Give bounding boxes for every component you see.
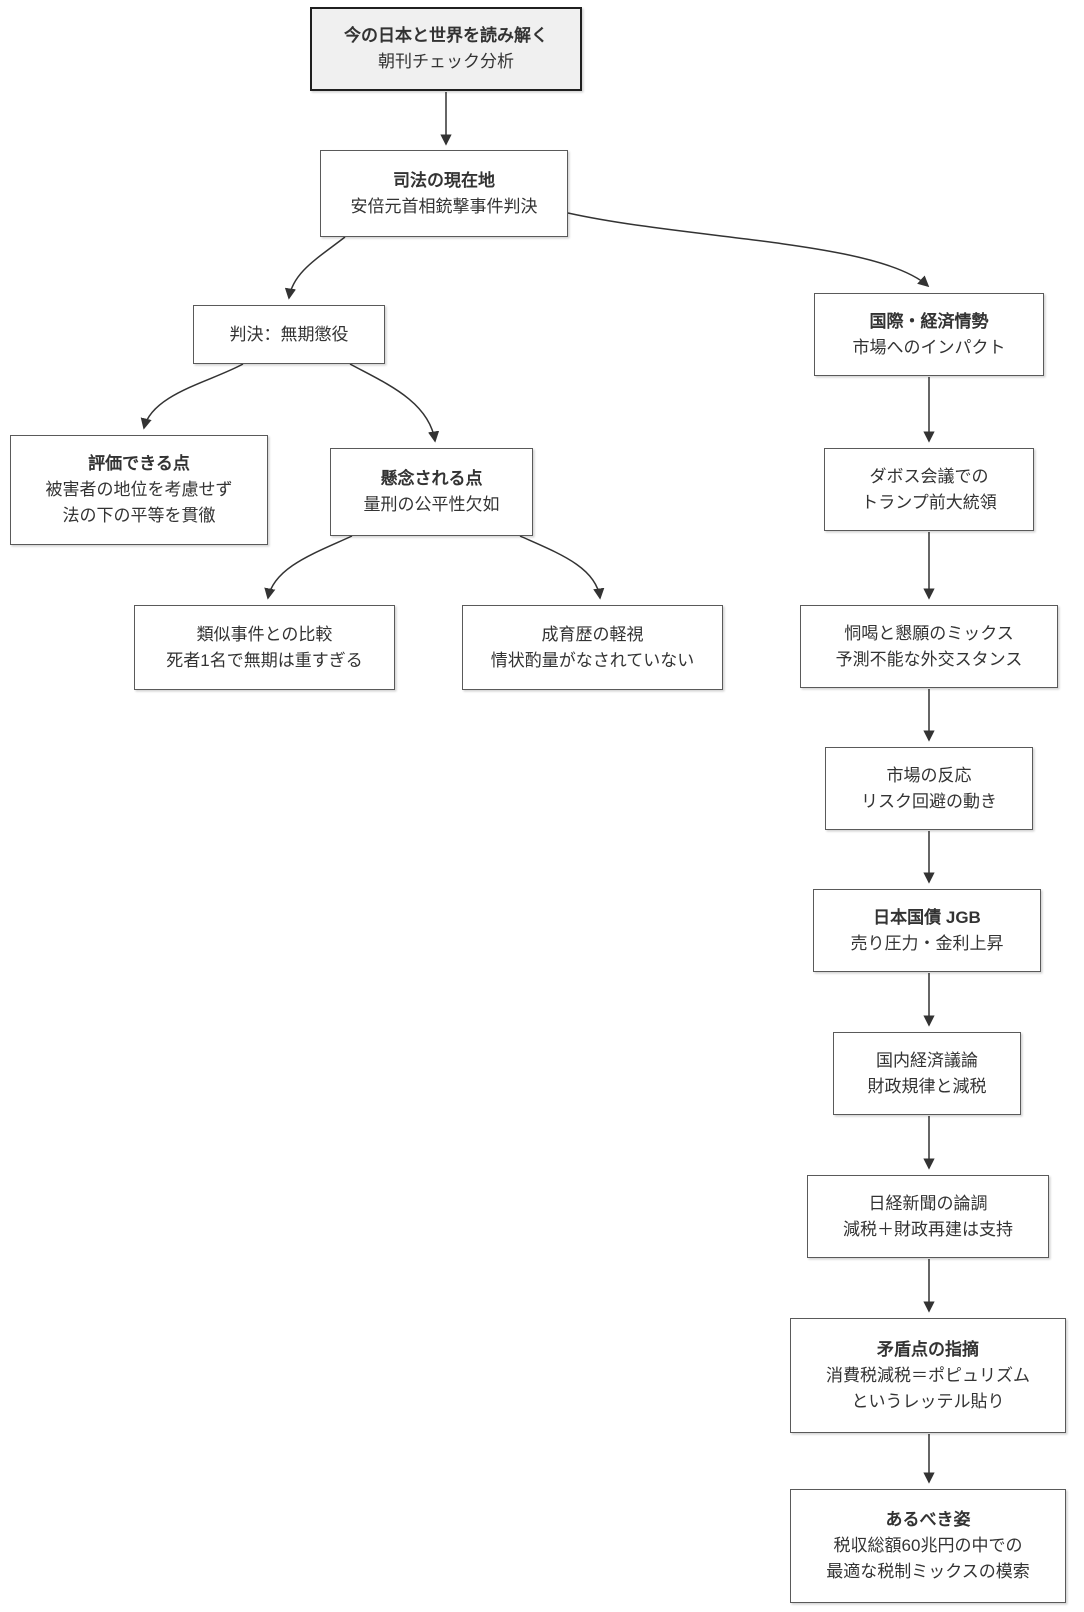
judiciary-title: 司法の現在地 (393, 170, 495, 190)
node-similar-cases: 類似事件との比較 死者1名で無期は重すぎる (134, 605, 395, 690)
contradiction-line1: 消費税減税＝ポピュリズム (826, 1365, 1030, 1385)
node-jgb: 日本国債 JGB 売り圧力・金利上昇 (813, 889, 1041, 972)
node-root-title-card: 今の日本と世界を読み解く 朝刊チェック分析 (310, 7, 582, 91)
node-davos-trump: ダボス会議での トランプ前大統領 (824, 448, 1034, 531)
upbringing-line1: 成育歴の軽視 (541, 624, 644, 644)
intl-subtitle: 市場へのインパクト (852, 337, 1006, 357)
positive-title: 評価できる点 (88, 454, 190, 473)
node-contradiction: 矛盾点の指摘 消費税減税＝ポピュリズム というレッテル貼り (790, 1318, 1066, 1433)
positive-line1: 被害者の地位を考慮せず (45, 480, 233, 499)
edge-judiciary-verdict (284, 236, 346, 300)
domestic-line1: 国内経済議論 (876, 1050, 978, 1070)
mix-line1: 恫喝と懇願のミックス (844, 623, 1014, 643)
mix-line2: 予測不能な外交スタンス (835, 649, 1023, 669)
contradiction-title: 矛盾点の指摘 (877, 1339, 979, 1359)
davos-line1: ダボス会議での (869, 466, 989, 486)
node-upbringing-neglect: 成育歴の軽視 情状酌量がなされていない (462, 605, 723, 690)
jgb-title: 日本国債 JGB (873, 907, 981, 927)
domestic-line2: 財政規律と減税 (867, 1076, 987, 1096)
contradiction-line2: というレッテル貼り (851, 1391, 1005, 1411)
node-threat-plea-mix: 恫喝と懇願のミックス 予測不能な外交スタンス (800, 605, 1058, 688)
edge-judiciary-intl (567, 212, 930, 288)
positive-line2: 法の下の平等を貫徹 (62, 506, 216, 525)
market-line1: 市場の反応 (886, 765, 972, 785)
node-positive-points: 評価できる点 被害者の地位を考慮せず 法の下の平等を貫徹 (10, 435, 268, 545)
ideal-line2: 最適な税制ミックスの模索 (826, 1562, 1030, 1581)
edge-concern-comparison (264, 535, 353, 600)
node-intl-economy: 国際・経済情勢 市場へのインパクト (814, 293, 1044, 376)
node-market-reaction: 市場の反応 リスク回避の動き (825, 747, 1033, 830)
ideal-title: あるべき姿 (885, 1510, 971, 1529)
intl-title: 国際・経済情勢 (869, 311, 989, 331)
edge-verdict-concern (349, 363, 440, 443)
nikkei-line1: 日経新聞の論調 (868, 1193, 988, 1213)
node-domestic-debate: 国内経済議論 財政規律と減税 (833, 1032, 1021, 1115)
root-subtitle: 朝刊チェック分析 (378, 52, 514, 71)
root-title: 今の日本と世界を読み解く (344, 26, 548, 45)
judiciary-subtitle: 安倍元首相銃撃事件判決 (350, 196, 538, 216)
node-nikkei-tone: 日経新聞の論調 減税＋財政再建は支持 (807, 1175, 1049, 1258)
market-line2: リスク回避の動き (861, 791, 997, 811)
comparison-line1: 類似事件との比較 (196, 624, 333, 644)
davos-line2: トランプ前大統領 (861, 492, 997, 512)
node-verdict-life-sentence: 判決：無期懲役 (193, 305, 385, 364)
concern-title: 懸念される点 (380, 469, 483, 488)
verdict-title: 判決：無期懲役 (229, 324, 349, 344)
edge-concern-upbringing (519, 535, 605, 600)
node-judiciary-current: 司法の現在地 安倍元首相銃撃事件判決 (320, 150, 568, 237)
upbringing-line2: 情状酌量がなされていない (490, 650, 695, 670)
comparison-line2: 死者1名で無期は重すぎる (166, 650, 363, 670)
edge-verdict-positive (140, 363, 244, 430)
node-concern-points: 懸念される点 量刑の公平性欠如 (330, 448, 533, 536)
jgb-subtitle: 売り圧力・金利上昇 (850, 933, 1004, 953)
ideal-line1: 税収総額60兆円の中での (833, 1536, 1023, 1555)
concern-subtitle: 量刑の公平性欠如 (363, 495, 500, 514)
node-ideal-state: あるべき姿 税収総額60兆円の中での 最適な税制ミックスの模索 (790, 1489, 1066, 1603)
nikkei-line2: 減税＋財政再建は支持 (843, 1219, 1013, 1239)
